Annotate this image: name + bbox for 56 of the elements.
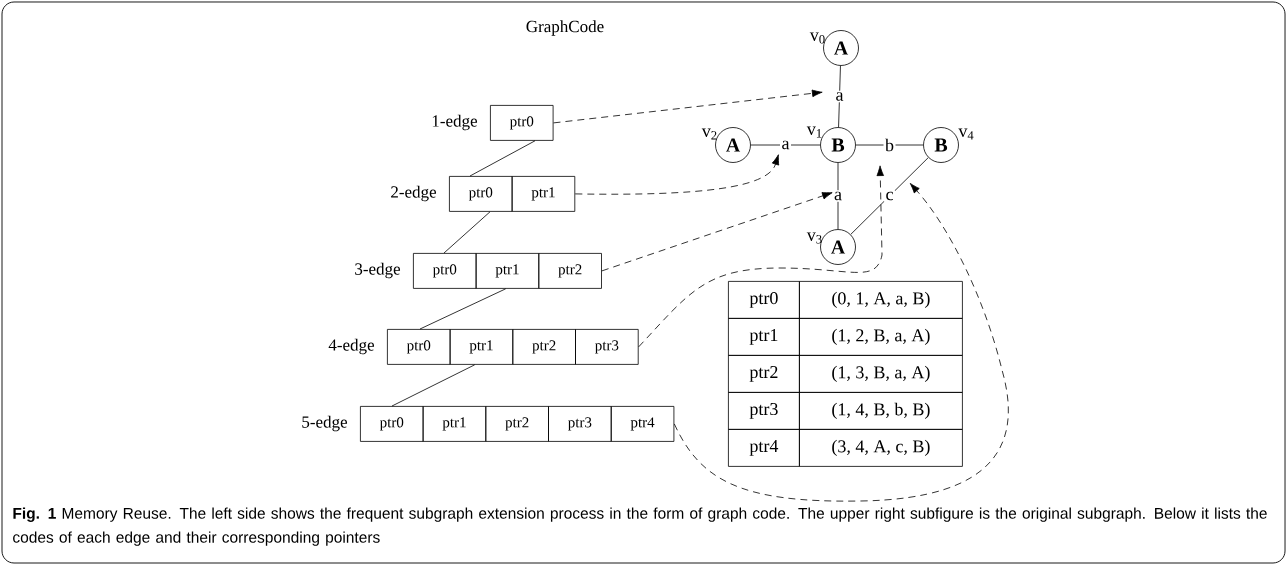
link-line [469,140,536,177]
pointer-cell: ptr0 [449,176,513,212]
pointer-cell: ptr2 [512,329,576,365]
table-cell: ptr4 [728,429,800,467]
vertex-label: v$_{4}$ [958,128,974,140]
edge-label: a [832,190,844,202]
pointer-cell: ptr0 [413,253,477,289]
link-line [419,288,507,330]
pointer-arrow [638,165,884,348]
row-label: 4-edge [328,338,375,355]
pointer-arrow [673,183,1009,502]
pointer-cell: ptr0 [490,105,554,141]
table-cell: (1, 4, B, b, B) [799,392,963,430]
edge-label: c [884,190,895,202]
pointer-cell: ptr3 [575,329,639,365]
pointer-cell: ptr1 [475,253,540,289]
pointer-cell: ptr0 [387,329,451,365]
graph-code-heading: GraphCode [526,20,604,36]
table-cell: (3, 4, A, c, B) [799,429,963,467]
pointer-cell: ptr4 [610,406,675,442]
pointer-arrow [601,192,833,272]
row-label: 5-edge [302,415,348,432]
edge-label: a [834,90,845,103]
row-label: 1-edge [432,114,478,131]
row-label: 2-edge [391,185,437,202]
pointer-cell: ptr1 [511,176,576,212]
pointer-cell: ptr2 [485,406,549,442]
link-line [391,364,476,407]
table-cell: ptr3 [728,392,800,430]
pointer-cell: ptr1 [422,406,487,442]
graph-edge [855,144,924,146]
row-label: 3-edge [355,262,401,279]
table-cell: (0, 1, A, a, B) [799,281,963,319]
graph-edge [750,144,821,146]
vertex-label: v$_{1}$ [806,126,822,138]
edge-label: b [883,137,896,153]
vertex-label: v$_{3}$ [806,232,822,244]
link-line [443,211,491,254]
vertex-label: v$_{0}$ [809,32,825,44]
vertex-label: v$_{2}$ [701,128,717,140]
pointer-cell: ptr3 [548,406,612,442]
pointer-arrow [553,89,823,124]
pointer-arrow [574,154,780,195]
table-cell: ptr1 [728,318,800,356]
table-cell: (1, 2, B, a, A) [799,318,963,356]
graph-edge [837,162,839,230]
table-cell: (1, 3, B, a, A) [799,355,963,393]
pointer-cell: ptr2 [538,253,602,289]
table-cell: ptr2 [728,355,800,393]
pointer-cell: ptr0 [360,406,424,442]
graph-edge [838,65,841,128]
graph-edge [850,157,929,235]
edge-label: a [780,139,791,151]
pointer-cell: ptr1 [449,329,514,365]
table-cell: ptr0 [728,281,800,319]
figure-caption: Fig. 1 Memory Reuse. The left side shows the frequent subgraph extension process in the form of graph code. The upper right subfigure is the original subgraph. Below it lists the codes of each edge and their corresponding pointers [13,507,1267,546]
